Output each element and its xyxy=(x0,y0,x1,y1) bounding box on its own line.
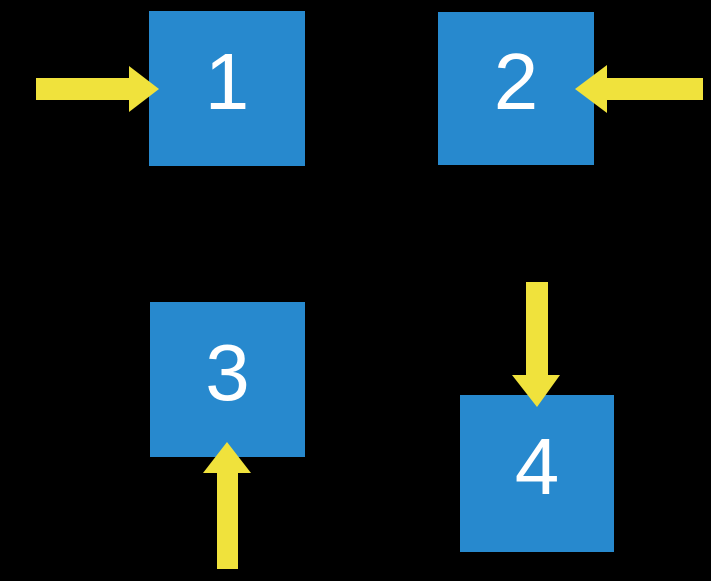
arrow-up-icon xyxy=(203,442,251,569)
arrow-down-icon xyxy=(512,282,560,407)
box-3-label: 3 xyxy=(205,327,250,417)
numbered-box-1: 1 xyxy=(149,11,305,166)
numbered-box-4: 4 xyxy=(460,395,614,552)
arrow-left-icon xyxy=(575,65,703,113)
box-1-label: 1 xyxy=(204,36,250,126)
numbered-box-3: 3 xyxy=(150,302,305,457)
box-4-label: 4 xyxy=(514,421,560,511)
arrow-right-icon xyxy=(36,66,159,112)
box-2-label: 2 xyxy=(493,36,539,126)
numbered-box-2: 2 xyxy=(438,12,594,165)
